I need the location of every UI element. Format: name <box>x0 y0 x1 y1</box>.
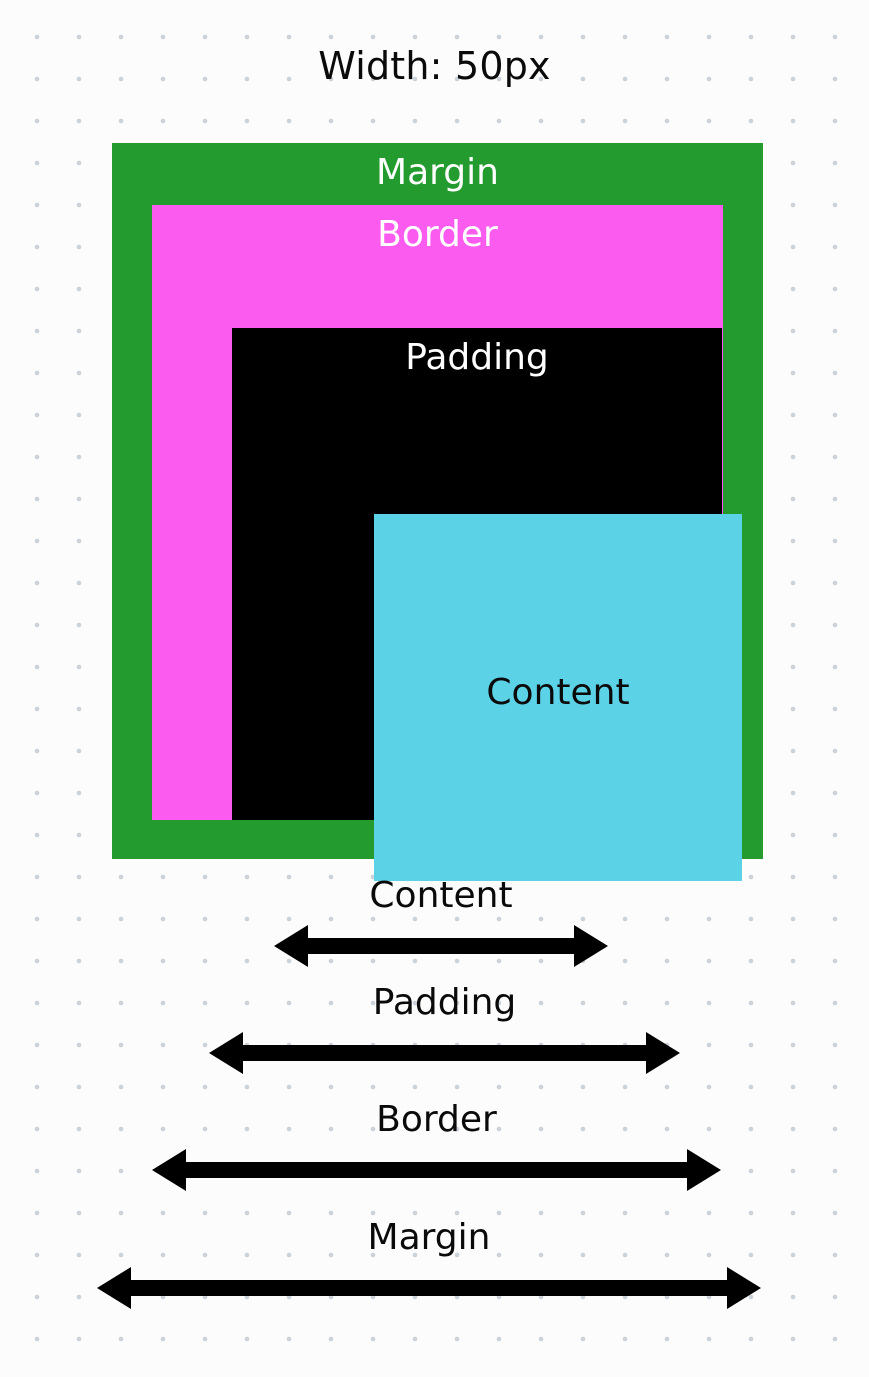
measurement-padding: Padding <box>207 985 682 1077</box>
double-arrow-icon <box>274 925 608 967</box>
box-layer-border: Border Padding Content <box>152 205 742 881</box>
double-arrow-icon <box>97 1267 761 1309</box>
box-model-diagram: Margin Border Padding Content <box>112 143 763 881</box>
double-arrow-icon <box>152 1149 721 1191</box>
box-layer-padding: Padding Content <box>232 328 742 881</box>
measurement-content: Content <box>272 878 610 970</box>
box-layer-content-label: Content <box>486 672 630 713</box>
measurement-margin: Margin <box>95 1220 763 1312</box>
box-layer-padding-label: Padding <box>405 337 549 378</box>
measurement-border-label: Border <box>376 1099 497 1140</box>
measurement-padding-label: Padding <box>372 982 517 1023</box>
box-layer-margin: Margin Border Padding Content <box>112 143 763 881</box>
box-layer-border-label: Border <box>377 214 498 255</box>
measurement-content-label: Content <box>369 875 513 916</box>
double-arrow-icon <box>209 1032 680 1074</box>
page-title: Width: 50px <box>318 44 551 88</box>
measurement-border: Border <box>150 1102 723 1194</box>
box-layer-margin-label: Margin <box>376 152 499 193</box>
measurement-margin-label: Margin <box>367 1217 491 1258</box>
box-layer-content: Content <box>374 514 742 881</box>
